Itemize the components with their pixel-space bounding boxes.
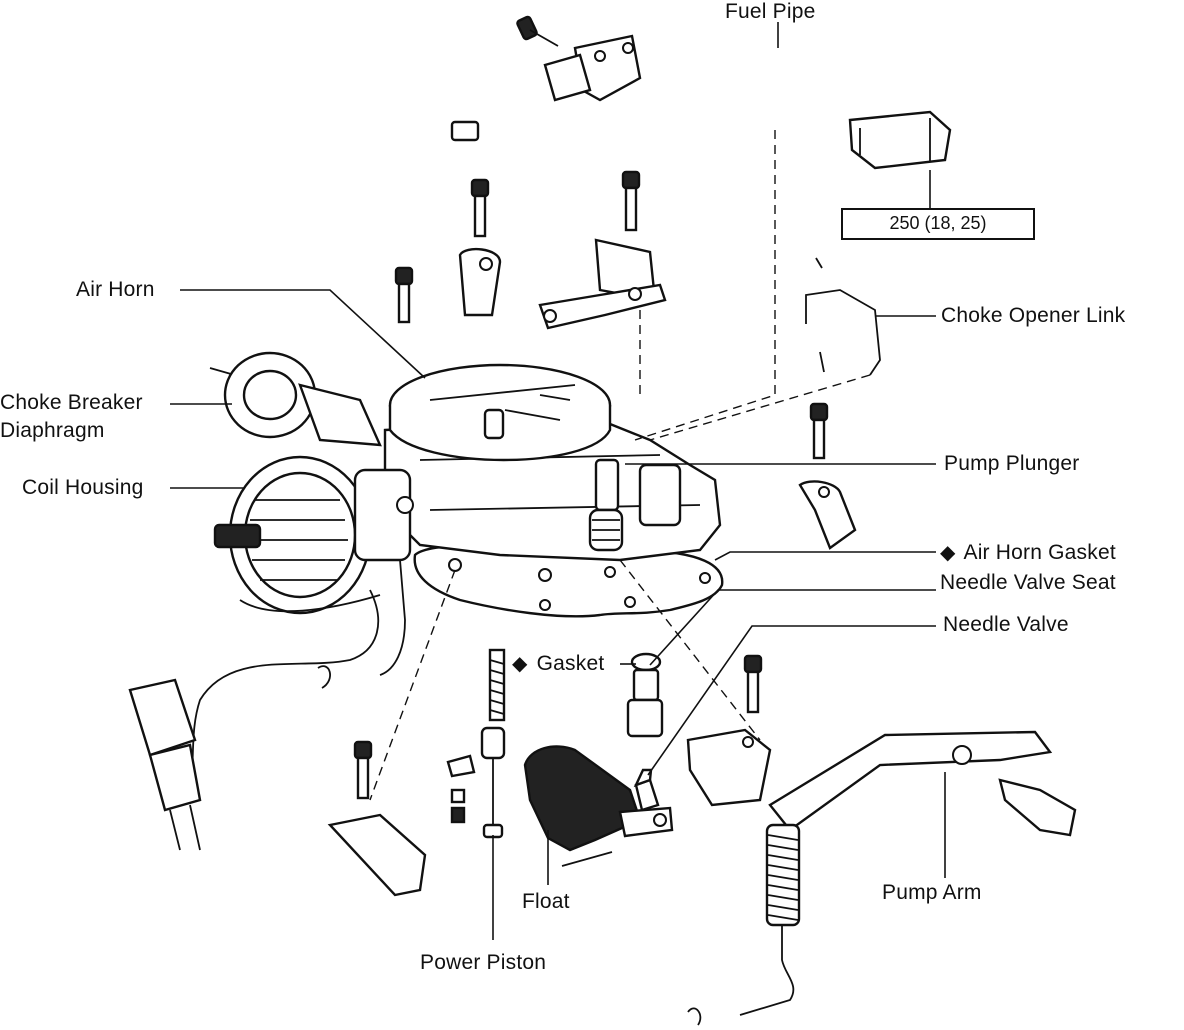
clips [317,665,702,1026]
label-fuel-pipe: Fuel Pipe [725,0,816,23]
coil-housing-part [213,455,414,615]
carburetor-body [383,363,724,618]
label-pump-plunger: Pump Plunger [944,452,1080,475]
choke-opener-link-part [805,257,881,376]
label-gasket: ◆ Gasket [512,652,604,676]
label-choke-opener-link: Choke Opener Link [941,304,1126,327]
leader-lines [170,22,946,940]
needle-valve-seat-part [626,652,664,738]
bolts [353,170,829,800]
label-power-piston: Power Piston [420,951,547,974]
power-piston-part [446,726,506,839]
label-air-horn-gasket: ◆ Air Horn Gasket [940,541,1116,565]
label-choke-breaker-line1: Choke Breaker [0,391,143,414]
label-needle-valve-seat: Needle Valve Seat [940,571,1116,594]
label-gasket-text: Gasket [536,652,605,675]
float-part [523,745,674,867]
new-part-marker: ◆ [512,653,528,675]
brackets [327,238,857,897]
wire-harness [128,559,406,851]
label-air-horn-gasket-text: Air Horn Gasket [963,541,1116,564]
assembly-dashed-lines [369,130,871,801]
torque-spec-box: 250 (18, 25) [841,208,1035,240]
torque-spec-value: 250 (18, 25) [889,213,987,233]
label-air-horn: Air Horn [76,278,155,301]
label-float: Float [522,890,570,913]
label-needle-valve: Needle Valve [943,613,1069,636]
label-pump-arm: Pump Arm [882,881,982,904]
needle-valve-part [633,768,660,812]
pump-arm-part [739,730,1077,1016]
choke-breaker-diaphragm-part [209,351,382,447]
label-choke-breaker-line2: Diaphragm [0,419,105,442]
fuel-pipe-part [450,15,952,170]
new-part-marker: ◆ [940,542,956,564]
label-coil-housing: Coil Housing [22,476,144,499]
